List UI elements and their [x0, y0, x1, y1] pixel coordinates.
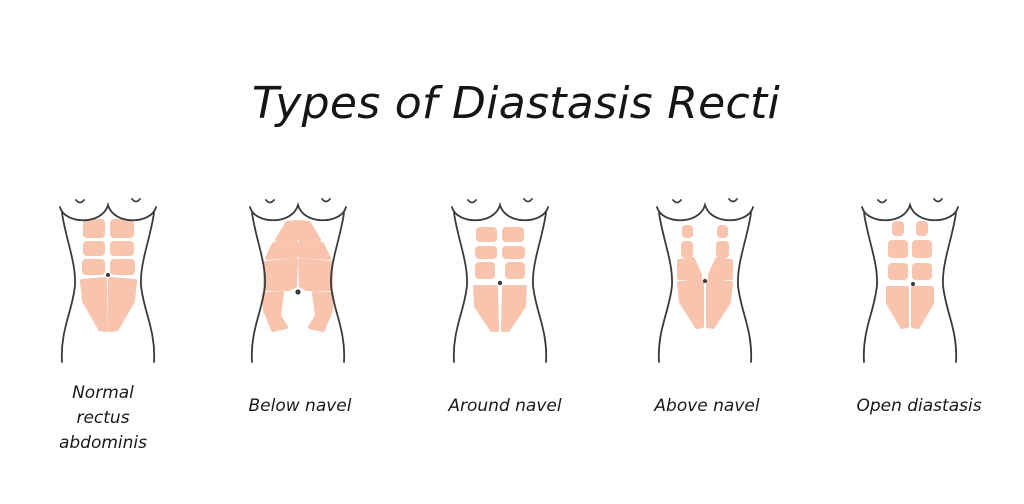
muscle-segment	[476, 227, 497, 242]
navel-normal	[106, 273, 110, 277]
right-nipple	[728, 198, 738, 203]
right-body-outline	[330, 212, 346, 363]
navel-open-diastasis	[911, 282, 915, 286]
muscle-segment	[308, 291, 334, 332]
label-open-diastasis: Open diastasis	[856, 396, 982, 416]
left-body-outline	[657, 212, 673, 363]
muscle-segment	[682, 225, 693, 238]
muscle-segment	[501, 285, 527, 332]
label-above-navel: Above navel	[654, 396, 760, 416]
chest-outline	[249, 201, 347, 221]
muscle-segment	[83, 219, 105, 238]
muscle-segment	[473, 285, 499, 332]
right-nipple	[131, 198, 141, 203]
muscle-segment	[916, 221, 928, 236]
muscle-segment	[475, 262, 495, 279]
left-nipple	[467, 199, 477, 204]
left-nipple	[265, 199, 275, 204]
right-nipple	[523, 198, 533, 203]
right-body-outline	[737, 212, 753, 363]
muscle-segment	[108, 277, 137, 332]
chest-outline	[451, 201, 549, 221]
muscle-segment	[892, 221, 904, 236]
navel-around-navel	[497, 280, 503, 286]
left-body-outline	[60, 212, 76, 363]
muscle-segment	[708, 257, 733, 281]
muscle-segment	[912, 240, 932, 258]
muscle-segment	[888, 263, 908, 280]
muscle-segment	[888, 240, 908, 258]
muscle-segment	[912, 263, 932, 280]
muscle-segment	[716, 241, 729, 258]
label-line: abdominis	[58, 433, 148, 453]
muscle-segment	[110, 219, 134, 238]
muscle-segment	[83, 241, 105, 256]
right-nipple	[321, 198, 331, 203]
navel-above-navel	[703, 279, 707, 283]
label-below-navel: Below navel	[248, 396, 352, 416]
right-nipple	[933, 198, 943, 203]
muscle-segment	[110, 241, 134, 256]
muscle-segment	[911, 286, 934, 329]
label-around-navel: Around navel	[448, 396, 562, 416]
muscle-segment	[263, 258, 298, 291]
left-body-outline	[452, 212, 468, 363]
muscle-segment	[265, 241, 298, 260]
muscle-segment	[298, 220, 321, 242]
right-body-outline	[942, 212, 958, 363]
left-nipple	[672, 199, 682, 204]
right-body-outline	[140, 212, 156, 363]
muscle-segment	[502, 227, 524, 242]
muscle-segment	[706, 280, 733, 329]
chest-outline	[59, 201, 157, 221]
label-line: rectus	[76, 408, 130, 428]
chest-outline	[656, 201, 754, 221]
muscle-segment	[298, 258, 333, 291]
muscle-segment	[886, 286, 909, 329]
left-nipple	[75, 199, 85, 204]
muscle-segment	[717, 225, 728, 238]
muscle-segment	[677, 257, 702, 281]
diagram-title: Types of Diastasis Recti	[251, 78, 781, 129]
muscle-segment	[298, 241, 331, 260]
muscle-segment	[82, 259, 105, 275]
muscle-segment	[505, 262, 525, 279]
left-body-outline	[862, 212, 878, 363]
muscle-segment	[80, 277, 108, 332]
chest-outline	[861, 201, 959, 221]
muscle-segment	[275, 220, 298, 242]
label-line: Normal	[72, 383, 134, 403]
muscle-segment	[475, 246, 497, 259]
muscle-segment	[110, 259, 135, 275]
muscle-segment	[677, 280, 704, 329]
muscle-segment	[502, 246, 525, 259]
left-nipple	[877, 199, 887, 204]
right-body-outline	[532, 212, 548, 363]
muscle-segment	[262, 291, 288, 332]
muscle-segment	[681, 241, 693, 258]
left-body-outline	[250, 212, 266, 363]
label-normal: Normal rectus abdominis	[13, 381, 193, 456]
navel-below-navel	[295, 289, 301, 295]
